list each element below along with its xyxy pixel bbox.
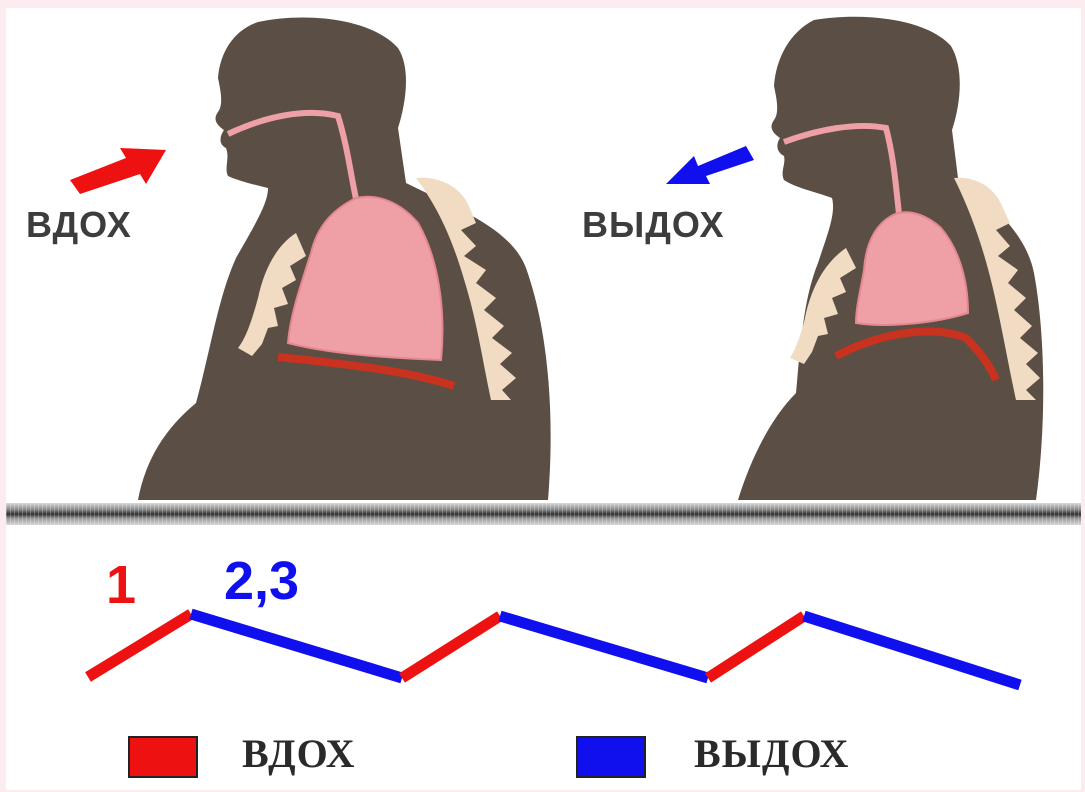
inhale-figure: [70, 18, 551, 500]
curve-exhale-segment-2: [500, 616, 708, 678]
curve-inhale-segment-2: [402, 616, 500, 678]
exhale-figure: [666, 17, 1043, 500]
exhale-phase-number: 2,3: [224, 554, 299, 608]
breathing-illustration: [6, 8, 1081, 790]
exhale-arrow-icon: [666, 146, 754, 184]
legend-inhale-label: ВДОХ: [242, 730, 356, 777]
inhale-arrow-icon: [70, 148, 166, 194]
legend-exhale-swatch: [576, 736, 646, 778]
curve-exhale-segment-3: [804, 616, 1020, 685]
legend-inhale-swatch: [128, 736, 198, 778]
breathing-curve: [88, 614, 1020, 685]
inhale-top-label: ВДОХ: [26, 204, 132, 246]
separator-bar: [6, 503, 1081, 525]
diagram-canvas: ВДОХ ВЫДОХ 1 2,3 ВДОХ ВЫДОХ: [6, 8, 1081, 790]
inhale-phase-number: 1: [106, 558, 136, 612]
exhale-top-label: ВЫДОХ: [582, 204, 725, 246]
legend-exhale-label: ВЫДОХ: [694, 730, 849, 777]
curve-inhale-segment-1: [88, 614, 191, 677]
curve-exhale-segment-1: [191, 614, 402, 678]
curve-inhale-segment-3: [708, 616, 804, 678]
